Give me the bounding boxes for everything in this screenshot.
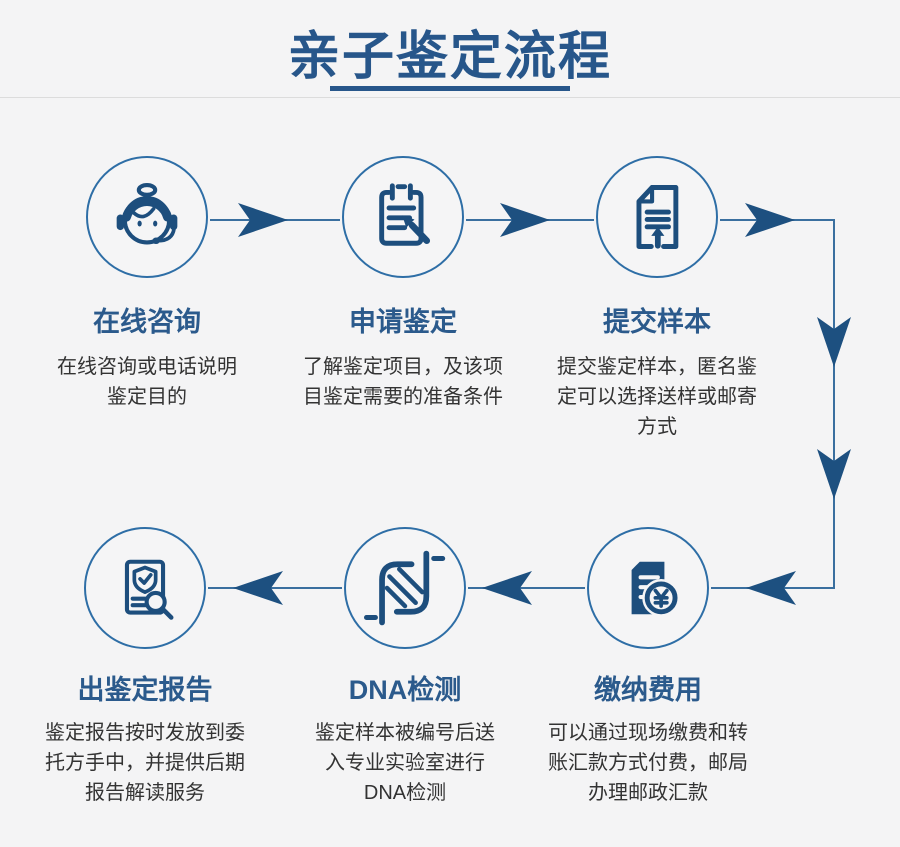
- step-circle-dna-test: [344, 527, 466, 649]
- step-description: 鉴定报告按时发放到委 托方手中，并提供后期 报告解读服务: [45, 722, 245, 804]
- step-circle-apply: [342, 156, 464, 278]
- arrow-left-icon: [746, 571, 796, 605]
- step-circle-pay-fee: [587, 527, 709, 649]
- arrow-left-icon: [482, 571, 532, 605]
- clipboard-search-icon: [379, 183, 431, 246]
- step-title: 提交样本: [603, 307, 711, 337]
- step-title: 申请鉴定: [349, 307, 457, 337]
- step-description: 可以通过现场缴费和转 账汇款方式付费，邮局 办理邮政汇款: [548, 722, 748, 804]
- page-title: 亲子鉴定流程: [287, 28, 612, 86]
- customer-service-icon: [116, 182, 178, 245]
- document-upload-icon: [636, 185, 679, 249]
- step-title: 出鉴定报告: [77, 675, 213, 705]
- step-circle-report: [84, 527, 206, 649]
- arrow-right-icon: [745, 203, 795, 237]
- header: 亲子鉴定流程: [0, 0, 900, 98]
- step-title: 缴纳费用: [594, 675, 702, 705]
- report-check-icon: [124, 559, 174, 620]
- dna-icon: [364, 550, 446, 626]
- step-circle-submit-sample: [596, 156, 718, 278]
- step-title: 在线咨询: [93, 307, 201, 337]
- step-title: DNA检测: [348, 675, 462, 705]
- step-circle-online-consult: [86, 156, 208, 278]
- invoice-yuan-icon: [631, 561, 680, 617]
- arrow-right-icon: [500, 203, 550, 237]
- step-description: 鉴定样本被编号后送 入专业实验室进行 DNA检测: [315, 722, 495, 804]
- arrow-right-icon: [238, 203, 288, 237]
- header-divider: [0, 97, 900, 98]
- step-description: 在线咨询或电话说明 鉴定目的: [57, 356, 237, 408]
- step-description: 提交鉴定样本，匿名鉴 定可以选择送样或邮寄 方式: [557, 356, 757, 438]
- arrow-down-icon: [817, 317, 851, 367]
- arrow-down-icon: [817, 449, 851, 499]
- step-description: 了解鉴定项目，及该项 目鉴定需要的准备条件: [303, 356, 503, 408]
- title-underline: [330, 86, 570, 91]
- arrow-left-icon: [233, 571, 283, 605]
